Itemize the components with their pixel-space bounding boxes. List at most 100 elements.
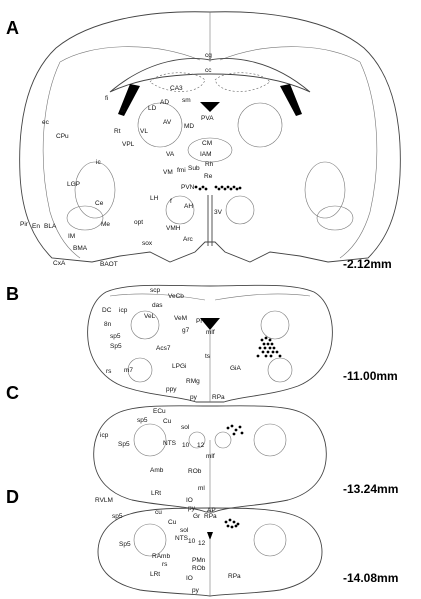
label-10-d: 10 [188, 538, 196, 545]
label-RAmb: RAmb [152, 553, 170, 560]
label-VeM: VeM [174, 315, 187, 322]
label-ec: ec [42, 119, 50, 126]
label-Pir: Pir [20, 221, 29, 228]
label-Sp5: Sp5 [110, 343, 122, 350]
marker-dots-b [256, 336, 282, 358]
label-12: 12 [197, 442, 205, 449]
label-cc: cc [205, 67, 212, 74]
label-AH: AH [184, 203, 193, 210]
label-3V: 3V [214, 209, 223, 216]
hypoglossal-right [214, 431, 232, 449]
labels-b: scp VeCb DC icp das VeL VeM Pr 8n g7 mlf… [102, 287, 242, 401]
label-rs-d: rs [162, 561, 168, 568]
label-ECu: ECu [153, 408, 166, 415]
spinal-trigeminal-left-d [133, 523, 167, 557]
label-sol: sol [181, 424, 190, 431]
label-g7: g7 [182, 327, 190, 334]
label-BMA: BMA [73, 245, 88, 252]
label-scp: scp [150, 287, 161, 294]
label-IO-d: IO [186, 575, 193, 582]
label-st: st [120, 107, 125, 114]
label-MD: MD [184, 123, 194, 130]
label-VPL: VPL [122, 141, 135, 148]
label-Rt: Rt [114, 128, 121, 135]
label-BLA: BLA [44, 223, 57, 230]
label-IM: IM [68, 233, 75, 240]
label-NTS-d: NTS [175, 535, 189, 542]
label-AD: AD [160, 99, 169, 106]
label-ic: ic [96, 159, 101, 166]
label-PMn: PMn [192, 557, 206, 564]
panel-b: B -11.00mm scp VeCb DC icp das VeL V [6, 284, 398, 403]
globus-pallidus-left [74, 161, 116, 219]
label-VMH: VMH [166, 225, 181, 232]
label-GiA: GiA [230, 365, 242, 372]
label-Gr: Gr [193, 513, 201, 520]
label-ppy: ppy [166, 386, 177, 393]
label-Amb: Amb [150, 467, 164, 474]
label-RPa: RPa [212, 394, 225, 401]
vestibular-right [260, 310, 290, 340]
label-LPGi: LPGi [172, 363, 186, 370]
label-py-d: py [192, 587, 200, 594]
globus-pallidus-right [304, 161, 346, 219]
label-sm: sm [182, 97, 191, 104]
fourth-ventricle-b [200, 318, 220, 330]
label-Sp5-c: Sp5 [118, 441, 130, 448]
label-PVA: PVA [201, 115, 214, 122]
label-CxA: CxA [53, 260, 66, 267]
panel-letter-a: A [6, 18, 19, 38]
label-CM: CM [202, 140, 212, 147]
hypoglossal-left [188, 431, 206, 449]
label-CA3: CA3 [170, 85, 183, 92]
label-f: f [170, 198, 172, 205]
label-RMg: RMg [186, 378, 200, 385]
label-Cu: Cu [163, 418, 172, 425]
section-outline-a [19, 11, 401, 263]
labels-c: ECu sp5 Cu sol icp Sp5 NTS 10 12 mlf Amb… [95, 408, 217, 520]
label-DC: DC [102, 307, 112, 314]
label-VeCb: VeCb [168, 293, 184, 300]
label-Me: Me [101, 221, 110, 228]
label-RPa-d: RPa [228, 573, 241, 580]
label-LRt: LRt [151, 490, 161, 497]
labels-a: cg cc fi CA3 sm AD LD ec st AV MD PVA CP… [20, 52, 223, 268]
label-Arc: Arc [183, 236, 194, 243]
spinal-trigeminal-left [133, 423, 167, 457]
lateral-ventricle-right [280, 84, 302, 116]
hippocampus-a [149, 72, 271, 92]
label-ROb: ROb [188, 468, 202, 475]
third-ventricle-dorsal [200, 102, 220, 112]
central-canal-d [207, 532, 213, 540]
label-sp5-d: sp5 [112, 513, 123, 520]
label-LH: LH [150, 195, 159, 202]
label-sp5: sp5 [110, 333, 121, 340]
label-VL: VL [140, 128, 148, 135]
label-IO: IO [186, 497, 193, 504]
thalamus-right [237, 102, 283, 148]
label-LRt-d: LRt [150, 571, 160, 578]
labels-d: AP sp5 cu Gr Cu sol NTS 10 12 Sp5 RAmb r… [112, 507, 241, 594]
label-icp: icp [119, 307, 128, 314]
label-Ce: Ce [95, 200, 104, 207]
panel-a: A -2.12mm [6, 11, 401, 271]
label-py: py [190, 394, 198, 401]
label-ml: ml [198, 485, 205, 492]
label-LGP: LGP [67, 181, 80, 188]
label-sp5-c: sp5 [137, 417, 148, 424]
spinal-trigeminal-right-d [253, 523, 287, 557]
label-fi: fi [105, 95, 108, 102]
hypothalamus-right [225, 195, 255, 225]
label-VM: VM [163, 169, 173, 176]
panel-letter-c: C [6, 383, 19, 403]
panel-d: D -14.08mm AP sp5 cu Gr Cu sol NTS 10 12… [6, 487, 398, 597]
amygdala-right [316, 205, 354, 231]
cortex-boundary-a [42, 46, 378, 259]
label-12-d: 12 [198, 540, 206, 547]
label-8n: 8n [104, 321, 112, 328]
label-RPa-c: RPa [204, 513, 217, 520]
panel-letter-b: B [6, 284, 19, 304]
corpus-callosum-a [109, 58, 311, 93]
marker-dots-a [194, 185, 242, 191]
thalamus-left [137, 102, 183, 148]
